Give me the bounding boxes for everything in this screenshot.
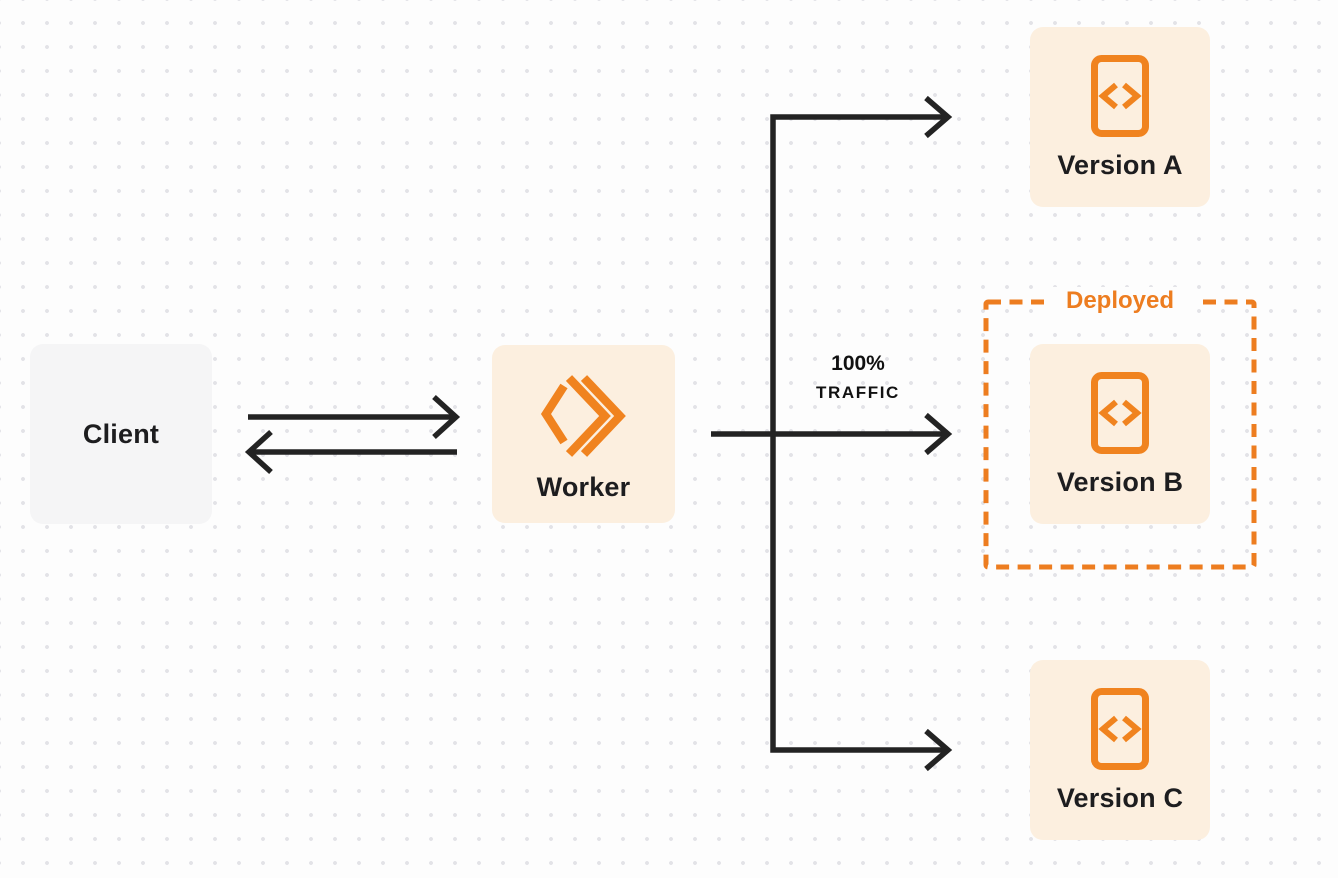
version-a-node: Version A xyxy=(1030,27,1210,207)
client-label: Client xyxy=(82,418,160,449)
version-b-node: Version B xyxy=(1030,344,1210,524)
version-c-label: Version C xyxy=(1056,782,1184,813)
code-file-icon xyxy=(1090,371,1150,455)
worker-to-client-arrow xyxy=(244,429,457,475)
worker-fanout-trunk xyxy=(711,114,944,753)
deployed-badge: Deployed xyxy=(1045,287,1195,315)
worker-double-chevron-icon xyxy=(539,372,629,462)
code-file-icon xyxy=(1090,54,1150,138)
version-c-node: Version C xyxy=(1030,660,1210,840)
traffic-word: TRAFFIC xyxy=(816,383,900,402)
traffic-annotation: 100% TRAFFIC xyxy=(778,352,938,403)
version-a-label: Version A xyxy=(1057,149,1183,180)
arrowhead-version-a-icon xyxy=(924,95,953,139)
arrowhead-left-icon xyxy=(244,429,273,475)
worker-label: Worker xyxy=(536,471,631,502)
arrowhead-right-icon xyxy=(432,394,461,440)
client-node: Client xyxy=(30,344,212,524)
code-file-icon xyxy=(1090,687,1150,771)
worker-node: Worker xyxy=(492,345,675,523)
version-b-label: Version B xyxy=(1056,466,1184,497)
client-to-worker-arrow xyxy=(248,394,461,440)
traffic-percentage: 100% xyxy=(831,352,885,375)
arrowhead-version-b-icon xyxy=(924,412,953,456)
arrowhead-version-c-icon xyxy=(924,728,953,772)
